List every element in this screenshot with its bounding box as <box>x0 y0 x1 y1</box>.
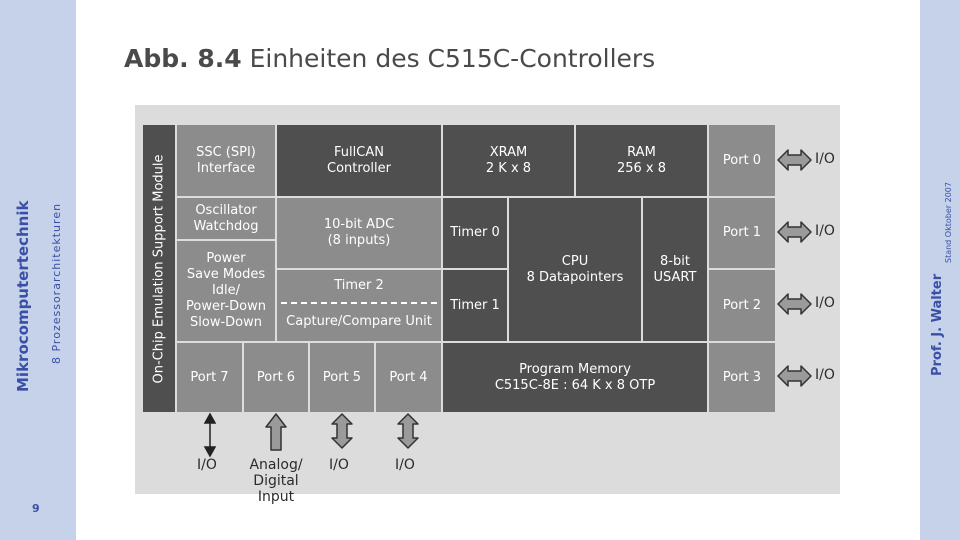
port7-block: Port 7 <box>177 343 242 412</box>
port4-block: Port 4 <box>376 343 441 412</box>
course-title: Mikrocomputertechnik <box>14 200 32 392</box>
power-save-modes-block: Power Save Modes Idle/ Power-Down Slow-D… <box>177 241 275 341</box>
figure-caption: Einheiten des C515C-Controllers <box>249 44 656 73</box>
port4-io-label: I/O <box>395 457 415 473</box>
program-memory-block: Program Memory C515C-8E : 64 K x 8 OTP <box>443 343 707 412</box>
timer2-label: Timer 2 <box>334 278 384 293</box>
right-sidebar: Prof. J. Walter Stand Oktober 2007 <box>920 0 960 540</box>
port3-io-arrow <box>777 365 812 387</box>
date-label: Stand Oktober 2007 <box>944 182 953 263</box>
figure-number: Abb. 8.4 <box>124 44 242 73</box>
port1-io-arrow <box>777 221 812 243</box>
timer1-block: Timer 1 <box>443 270 507 341</box>
oscillator-watchdog-block: Oscillator Watchdog <box>177 198 275 239</box>
emulation-support-module: On-Chip Emulation Support Module <box>143 125 175 412</box>
port5-io-arrow <box>331 413 353 449</box>
timer2-capture-block: Timer 2 Capture/Compare Unit <box>277 270 441 341</box>
page-number: 9 <box>32 502 40 515</box>
port6-input-arrow <box>265 413 287 451</box>
timer2-divider <box>281 302 437 304</box>
port-arrows <box>203 149 812 458</box>
port5-block: Port 5 <box>310 343 374 412</box>
port0-block: Port 0 <box>709 125 775 196</box>
port1-block: Port 1 <box>709 198 775 268</box>
port7-io-arrow <box>203 412 217 458</box>
port6-block: Port 6 <box>244 343 308 412</box>
author-label: Prof. J. Walter <box>930 273 945 376</box>
port5-io-label: I/O <box>329 457 349 473</box>
capture-compare-label: Capture/Compare Unit <box>286 314 432 329</box>
left-sidebar: Mikrocomputertechnik 8 Prozessorarchitek… <box>0 0 76 540</box>
port2-io-label: I/O <box>815 295 835 311</box>
xram-block: XRAM 2 K x 8 <box>443 125 574 196</box>
adc-block: 10-bit ADC (8 inputs) <box>277 198 441 268</box>
ram-block: RAM 256 x 8 <box>576 125 707 196</box>
block-diagram: On-Chip Emulation Support Module SSC (SP… <box>135 105 840 505</box>
fullcan-controller-block: FullCAN Controller <box>277 125 441 196</box>
port7-io-label: I/O <box>197 457 217 473</box>
port0-io-label: I/O <box>815 151 835 167</box>
port1-io-label: I/O <box>815 223 835 239</box>
cpu-block: CPU 8 Datapointers <box>509 198 641 341</box>
port6-input-label: Analog/ Digital Input <box>249 457 303 505</box>
chapter-label: 8 Prozessorarchitekturen <box>50 202 63 364</box>
port2-io-arrow <box>777 293 812 315</box>
port3-io-label: I/O <box>815 367 835 383</box>
usart-block: 8-bit USART <box>643 198 707 341</box>
port3-block: Port 3 <box>709 343 775 412</box>
port4-io-arrow <box>397 413 419 449</box>
ssc-interface-block: SSC (SPI) Interface <box>177 125 275 196</box>
port0-io-arrow <box>777 149 812 171</box>
timer0-block: Timer 0 <box>443 198 507 268</box>
slide-title: Abb. 8.4 Einheiten des C515C-Controllers <box>124 44 655 73</box>
port2-block: Port 2 <box>709 270 775 341</box>
